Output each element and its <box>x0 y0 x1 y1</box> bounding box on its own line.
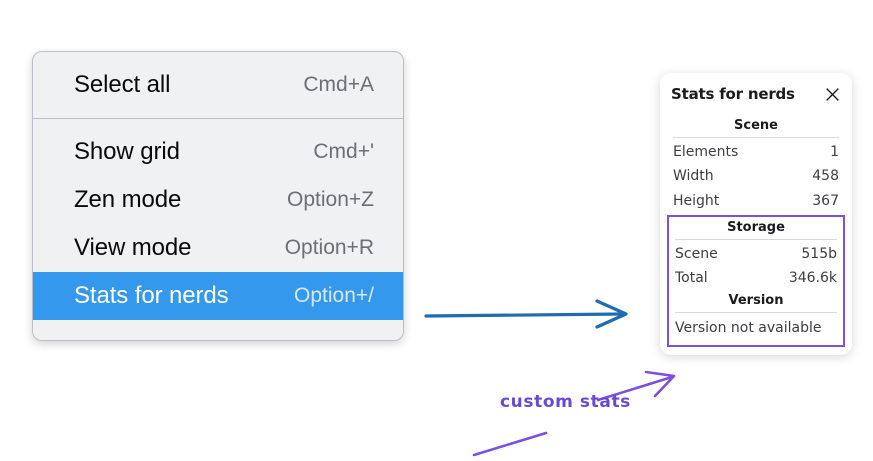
stat-value: 458 <box>812 168 839 185</box>
section-divider <box>673 137 839 138</box>
menu-footer-spacer <box>33 320 403 340</box>
stat-row-version-availability: Version not available <box>675 320 822 337</box>
section-heading-storage: Storage <box>727 219 785 235</box>
menu-item-label: Stats for nerds <box>74 282 229 309</box>
menu-item-label: Show grid <box>74 138 180 165</box>
menu-item-label: View mode <box>74 234 192 261</box>
stats-section-storage: Storage Scene 515b Total 346.6k <box>673 217 839 291</box>
custom-stats-highlight-box: Storage Scene 515b Total 346.6k Version … <box>667 214 845 347</box>
panel-header: Stats for nerds <box>671 85 841 103</box>
stat-key: Scene <box>675 245 718 262</box>
section-divider <box>675 312 837 314</box>
stat-key: Width <box>673 168 714 185</box>
menu-group-1: Select all Cmd+A <box>33 52 403 118</box>
stat-row-width: Width 458 <box>671 164 841 188</box>
arrow-right-icon <box>424 299 628 329</box>
panel-title: Stats for nerds <box>671 85 795 103</box>
menu-item-view-mode[interactable]: View mode Option+R <box>33 224 403 272</box>
stat-row-scene: Scene 515b <box>673 242 839 266</box>
menu-item-shortcut: Cmd+' <box>313 140 374 163</box>
annotation-underline-stroke <box>472 431 548 457</box>
stats-section-version: Version Version not available <box>673 290 839 339</box>
menu-group-2: Show grid Cmd+' Zen mode Option+Z View m… <box>33 118 403 340</box>
menu-item-label: Zen mode <box>74 186 182 213</box>
custom-stats-annotation-label: custom stats <box>500 392 631 412</box>
menu-item-label: Select all <box>74 71 171 98</box>
section-heading-scene: Scene <box>734 118 778 133</box>
stat-row-elements: Elements 1 <box>671 140 841 164</box>
stat-value: 367 <box>812 192 839 209</box>
section-divider <box>675 238 837 240</box>
stat-key: Total <box>675 270 708 287</box>
stat-value: 515b <box>801 245 837 262</box>
stat-key: Elements <box>673 144 739 160</box>
menu-item-zen-mode[interactable]: Zen mode Option+Z <box>33 176 403 224</box>
close-icon[interactable] <box>824 86 841 103</box>
menu-item-show-grid[interactable]: Show grid Cmd+' <box>33 128 403 176</box>
menu-item-shortcut: Option+Z <box>287 188 374 211</box>
stat-row-total: Total 346.6k <box>673 266 839 290</box>
menu-item-shortcut: Option+/ <box>294 284 374 307</box>
stat-value: 346.6k <box>788 270 837 287</box>
section-heading-version: Version <box>728 293 784 309</box>
stat-value: 1 <box>830 144 839 160</box>
stats-for-nerds-panel[interactable]: Stats for nerds Scene Elements 1 Width 4… <box>660 73 852 355</box>
menu-item-shortcut: Option+R <box>284 236 374 259</box>
stats-section-scene: Scene Elements 1 Width 458 Height 367 <box>671 115 841 213</box>
stat-row-height: Height 367 <box>671 189 841 213</box>
context-menu[interactable]: Select all Cmd+A Show grid Cmd+' Zen mod… <box>32 51 404 341</box>
menu-item-stats-for-nerds[interactable]: Stats for nerds Option+/ <box>33 272 403 320</box>
menu-item-shortcut: Cmd+A <box>303 73 374 96</box>
stat-key: Height <box>673 192 720 209</box>
menu-item-select-all[interactable]: Select all Cmd+A <box>33 61 403 109</box>
